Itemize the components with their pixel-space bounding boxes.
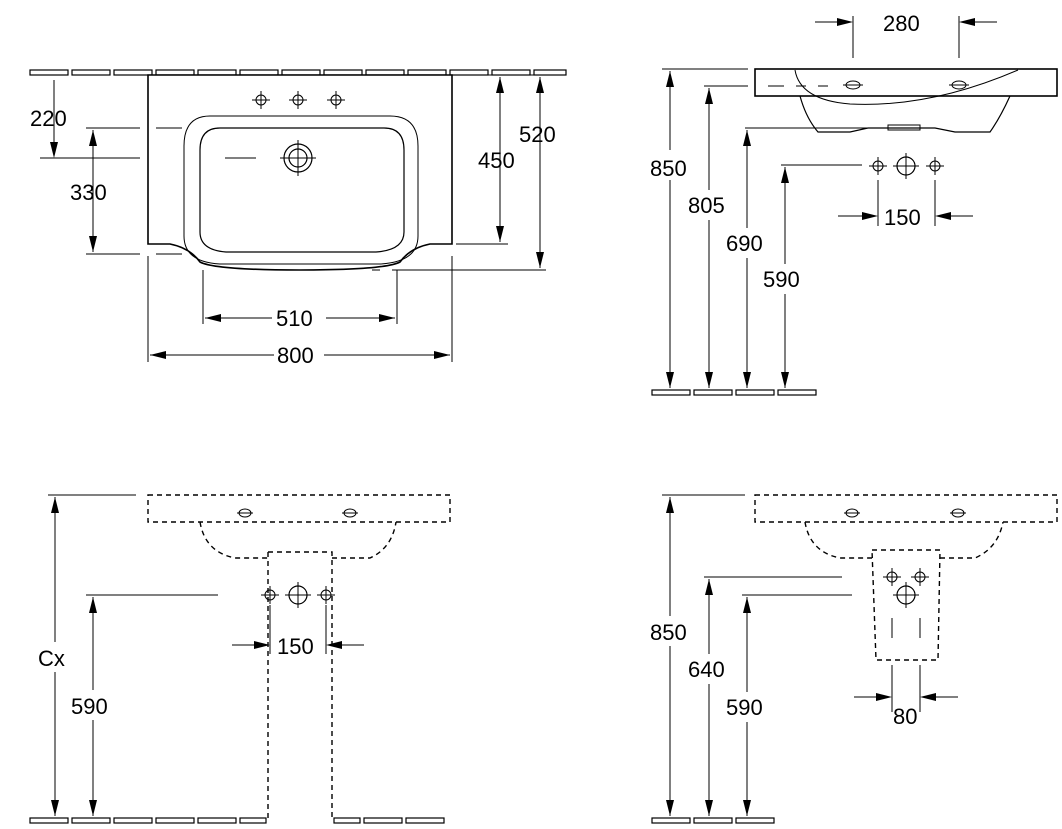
drain-icon xyxy=(280,140,316,176)
tap-hole-icon xyxy=(910,567,930,587)
tap-hole-icon xyxy=(868,156,888,176)
dim-805: 805 xyxy=(688,193,725,218)
basin-bowl-outer xyxy=(183,115,419,265)
basin-dashed-slab xyxy=(754,494,1058,523)
drain-icon xyxy=(284,581,312,609)
basin-bowl-side xyxy=(799,95,1011,133)
tap-hole-icon xyxy=(342,508,358,518)
floor-tiles xyxy=(651,817,775,824)
tap-hole-icon xyxy=(844,508,860,518)
basin-dashed-slab xyxy=(147,494,451,523)
dim-590: 590 xyxy=(71,694,108,719)
dim-cx: Cx xyxy=(38,646,65,671)
tap-hole-icon xyxy=(925,156,945,176)
dim-640: 640 xyxy=(688,657,725,682)
dim-280: 280 xyxy=(883,11,920,36)
semi-pedestal-shroud xyxy=(871,549,941,661)
dim-800: 800 xyxy=(277,343,314,368)
dim-330: 330 xyxy=(70,180,107,205)
tap-hole-icon xyxy=(237,508,253,518)
basin-bowl-inner xyxy=(199,127,405,253)
tap-hole-icon xyxy=(882,567,902,587)
dim-850: 850 xyxy=(650,156,687,181)
side-view: 280 150 850 805 xyxy=(650,11,1058,396)
dim-520: 520 xyxy=(519,122,556,147)
dim-690: 690 xyxy=(726,231,763,256)
pedestal-column xyxy=(267,551,333,818)
dim-220: 220 xyxy=(30,106,67,131)
tap-hole-icon xyxy=(260,585,280,605)
basin-top-slab xyxy=(754,68,1058,97)
tap-hole-icon xyxy=(949,80,969,90)
drain-icon xyxy=(892,581,920,609)
tap-hole-icon xyxy=(950,508,966,518)
drain-icon xyxy=(892,152,920,180)
dim-150: 150 xyxy=(277,634,314,659)
dim-590: 590 xyxy=(726,695,763,720)
wall-tiles xyxy=(29,69,567,76)
dim-850: 850 xyxy=(650,620,687,645)
dim-590: 590 xyxy=(763,267,800,292)
dim-80: 80 xyxy=(893,704,917,729)
dim-150: 150 xyxy=(884,205,921,230)
top-view: 220 330 450 520 510 800 xyxy=(29,69,567,368)
floor-tiles xyxy=(29,817,445,824)
pedestal-view: 150 Cx 590 xyxy=(29,494,451,824)
tap-hole-icon xyxy=(843,80,863,90)
basin-outline-top xyxy=(147,74,453,271)
semi-pedestal-view: 80 850 640 590 xyxy=(650,494,1058,824)
dim-450: 450 xyxy=(478,148,515,173)
dim-510: 510 xyxy=(276,306,313,331)
floor-tiles xyxy=(651,389,817,396)
